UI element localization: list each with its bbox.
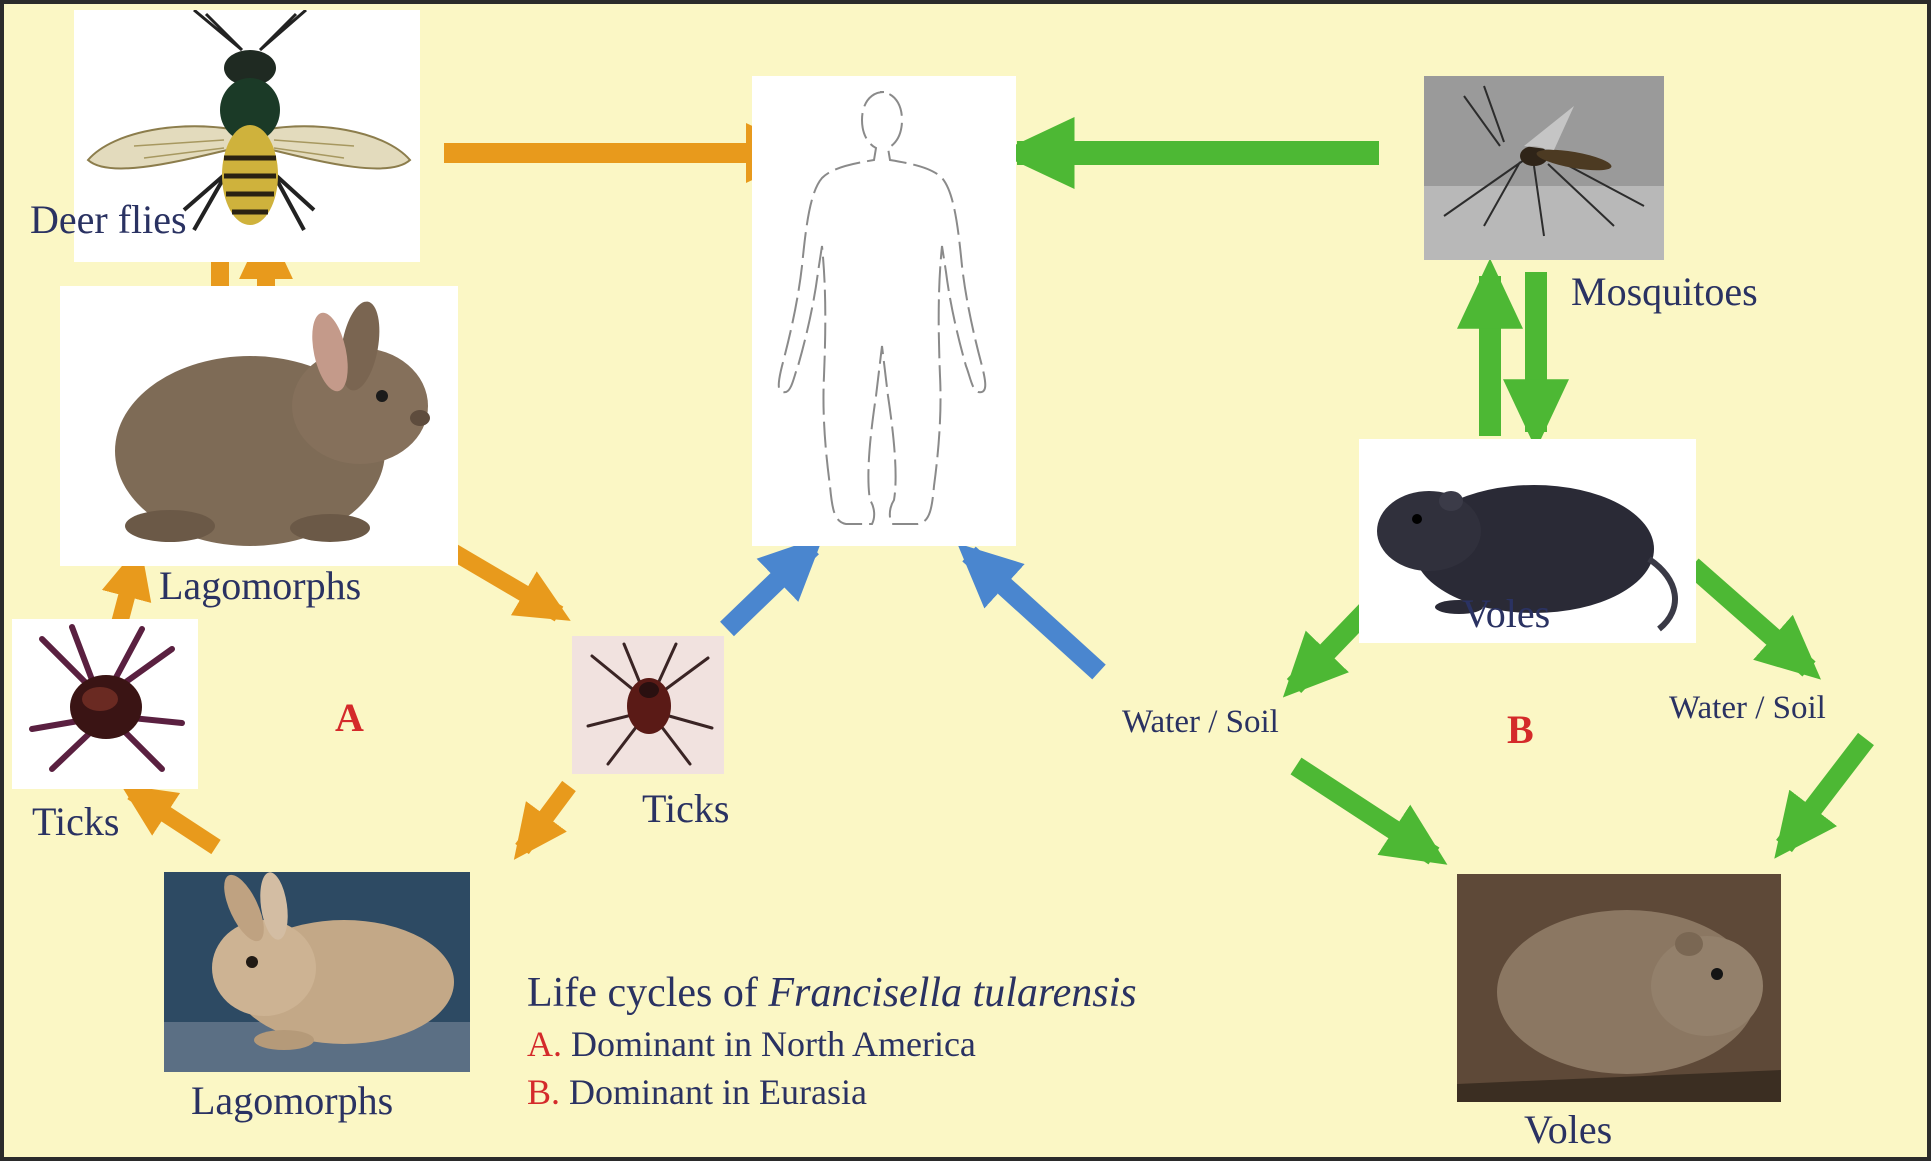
arrow-ticks-to-human [727,547,812,629]
legend-line-a: A. Dominant in North America [527,1026,1137,1062]
label-lagomorphs-top: Lagomorphs [159,566,361,606]
legend-title-prefix: Life cycles of [527,970,758,1016]
human-outline-icon [752,76,1016,546]
label-voles-top: Voles [1462,594,1550,634]
legend: Life cycles of Francisella tularensis A.… [527,972,1137,1110]
arrow-voles-to-water-soil-right [1692,566,1809,669]
mosquito-icon [1424,76,1664,260]
label-lagomorphs-bottom: Lagomorphs [191,1081,393,1121]
arrow-water-soil-right-to-voles-bottom [1784,739,1866,846]
tick-icon [12,619,198,789]
tick-icon [572,636,724,774]
label-deer-flies: Deer flies [30,200,187,240]
rabbit-icon [60,286,458,566]
legend-text-a: Dominant in North America [571,1024,976,1064]
label-water-soil-left: Water / Soil [1122,706,1279,739]
legend-key-a: A. [527,1024,562,1064]
label-ticks-center: Ticks [642,789,729,829]
legend-text-b: Dominant in Eurasia [569,1072,867,1112]
rabbit-icon [164,872,470,1072]
legend-key-b: B. [527,1072,560,1112]
label-voles-bottom: Voles [1524,1110,1612,1150]
arrow-water-soil-left-to-voles-bottom [1296,766,1434,856]
label-mosquitoes: Mosquitoes [1571,272,1758,312]
legend-line-b: B. Dominant in Eurasia [527,1074,1137,1110]
label-water-soil-right: Water / Soil [1669,692,1826,725]
legend-title-species: Francisella tularensis [768,970,1136,1016]
region-b-letter: B [1507,706,1534,753]
region-a-letter: A [335,694,364,741]
vole-icon [1457,874,1781,1102]
arrow-lagomorphs-bottom-to-ticks-left [132,792,216,847]
arrow-water-soil-to-human [969,554,1099,672]
arrow-ticks-to-lagomorphs-bottom [522,786,569,849]
legend-title: Life cycles of Francisella tularensis [527,972,1137,1014]
label-ticks-left: Ticks [32,802,119,842]
